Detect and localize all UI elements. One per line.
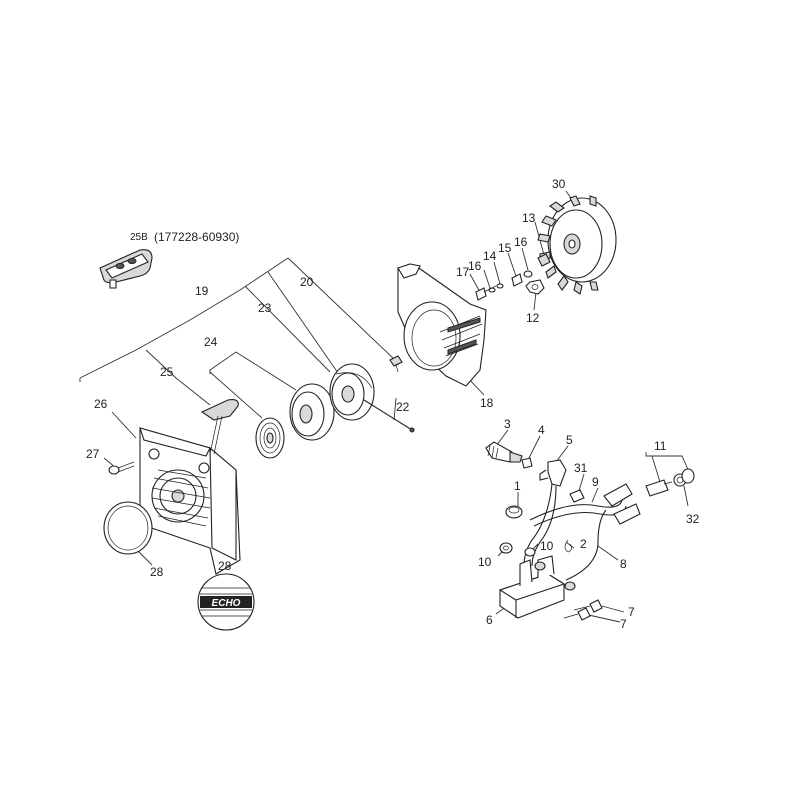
callout-2: 2 [580, 537, 587, 551]
ring-32 [681, 468, 695, 484]
spring-case-24 [255, 417, 285, 459]
pulley-24 [289, 383, 335, 441]
callout-19: 19 [195, 284, 209, 298]
starter-rope-22 [363, 399, 415, 433]
callout-13: 13 [522, 211, 536, 225]
ignition-coil-6 [498, 555, 576, 619]
callout-32: 32 [686, 512, 700, 526]
callout-1: 1 [514, 479, 521, 493]
starter-handle-25 [200, 399, 239, 455]
callout-15: 15 [498, 241, 512, 255]
ground-wire-8 [565, 509, 607, 581]
spring-16a [488, 287, 496, 293]
washer-10a [499, 542, 513, 554]
callout-22: 22 [396, 400, 410, 414]
callout-25: 25 [160, 365, 174, 379]
screw-27 [108, 461, 135, 475]
callout-16-right: 16 [514, 235, 528, 249]
callout-27: 27 [86, 447, 100, 461]
spark-plug-3 [485, 441, 523, 463]
bolt-17 [475, 285, 497, 301]
fan-cover-18 [397, 263, 487, 387]
cover-plate-28 [103, 501, 153, 555]
callout-8: 8 [620, 557, 627, 571]
callout-26: 26 [94, 397, 108, 411]
starter-case-26 [139, 427, 241, 575]
callout-30: 30 [552, 177, 566, 191]
badge-text: ECHO [212, 598, 241, 609]
screw-7b [563, 607, 591, 621]
screw-7a [573, 599, 603, 613]
callout-labels: 25B (177228-60930) 19 20 22 23 24 25 26 … [86, 177, 700, 631]
callout-6: 6 [486, 613, 493, 627]
washer-14 [496, 283, 504, 289]
callout-31: 31 [574, 461, 588, 475]
callout-10-right: 10 [540, 539, 554, 553]
pawl-15 [511, 273, 523, 287]
callout-24: 24 [204, 335, 218, 349]
callout-5: 5 [566, 433, 573, 447]
callout-10-left: 10 [478, 555, 492, 569]
callout-25b-part-number: (177228-60930) [154, 230, 239, 244]
grommet-31 [569, 489, 585, 503]
callout-7-upper: 7 [628, 605, 635, 619]
plug-terminal-4 [521, 457, 533, 469]
plug-cap-5 [539, 459, 567, 487]
rope-reel-23 [329, 363, 375, 421]
callout-16-left: 16 [468, 259, 482, 273]
key-13 [537, 253, 551, 267]
callout-28-badge: 28 [218, 559, 232, 573]
callout-12: 12 [526, 311, 540, 325]
callout-9: 9 [592, 475, 599, 489]
callout-28-plate: 28 [150, 565, 164, 579]
screw-20 [389, 355, 403, 373]
callout-3: 3 [504, 417, 511, 431]
callout-25b: 25B [130, 232, 148, 243]
callout-23: 23 [258, 301, 272, 315]
callout-11: 11 [654, 439, 667, 453]
callout-17: 17 [456, 265, 470, 279]
callout-14: 14 [483, 249, 497, 263]
echo-badge-28: ECHO [197, 573, 255, 631]
connector-9 [603, 483, 641, 525]
callout-4: 4 [538, 423, 545, 437]
clip-2 [564, 539, 572, 553]
nut-12 [525, 279, 545, 295]
stop-switch-11 [645, 473, 687, 497]
flywheel-30 [537, 195, 617, 295]
grommet-1 [505, 505, 523, 519]
starter-handle-25b [99, 249, 153, 289]
callout-7-lower: 7 [620, 617, 627, 631]
callout-18: 18 [480, 396, 494, 410]
washer-10b [524, 547, 536, 557]
spring-16b [523, 270, 533, 278]
callout-20: 20 [300, 275, 314, 289]
